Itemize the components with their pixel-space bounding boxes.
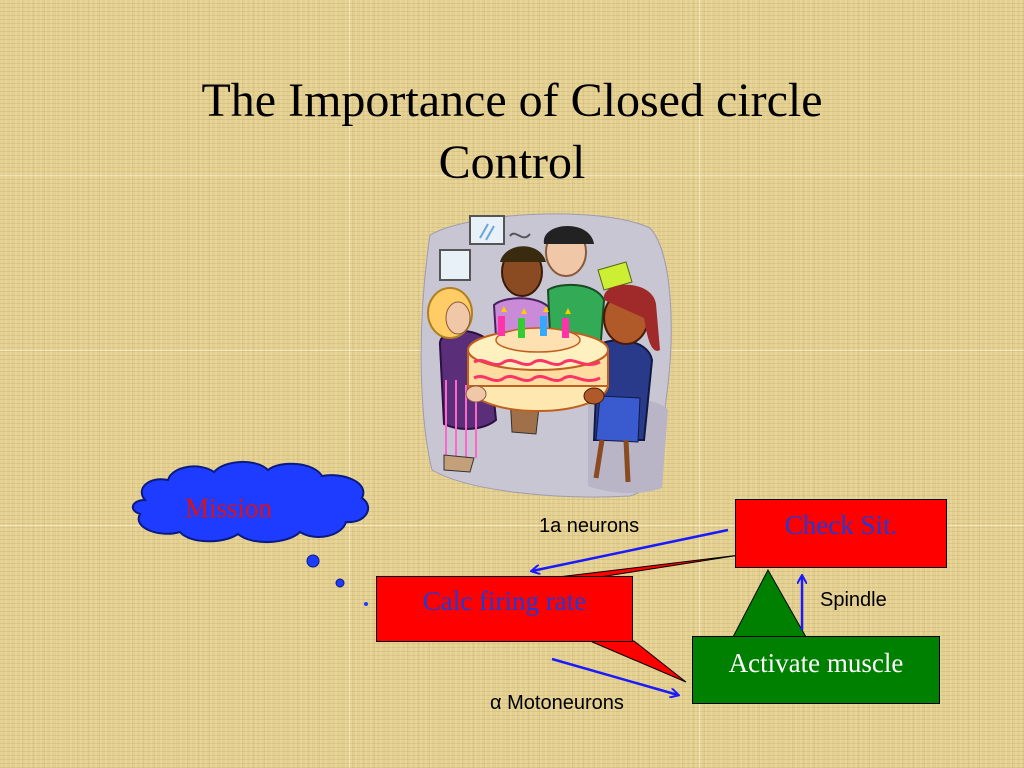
arrow-motoneurons xyxy=(551,657,678,695)
mission-label: Mission xyxy=(185,493,273,523)
calc-firing-rate-box: Calc firing rate xyxy=(376,576,633,642)
activate-muscle-label: Activate muscle xyxy=(728,648,904,678)
activate-muscle-box: Activate muscle xyxy=(692,636,940,704)
arrow-1a-neurons xyxy=(532,528,729,571)
title-line-2: Control xyxy=(438,136,586,189)
tile-seam xyxy=(699,0,700,768)
activate-callout-tail xyxy=(732,568,807,638)
title-line-1: The Importance of Closed circle xyxy=(201,74,823,127)
label-1a-neurons: 1a neurons xyxy=(539,515,640,537)
check-sit-box: Check Sit. xyxy=(735,499,947,568)
check-callout-tail xyxy=(557,554,741,578)
slide-title: The Importance of Closed circle Control xyxy=(112,70,912,194)
calc-firing-rate-label: Calc firing rate xyxy=(422,586,587,616)
birthday-cake-party-clipart-icon xyxy=(420,213,672,498)
tile-seam xyxy=(349,0,350,768)
mission-cloud-shape xyxy=(131,460,369,606)
tile-seam xyxy=(0,525,1024,526)
label-motoneurons: α Motoneurons xyxy=(490,692,624,714)
check-sit-label: Check Sit. xyxy=(784,510,898,540)
calc-callout-tail xyxy=(589,640,687,683)
tile-seam xyxy=(0,175,1024,176)
label-spindle: Spindle xyxy=(820,589,887,611)
